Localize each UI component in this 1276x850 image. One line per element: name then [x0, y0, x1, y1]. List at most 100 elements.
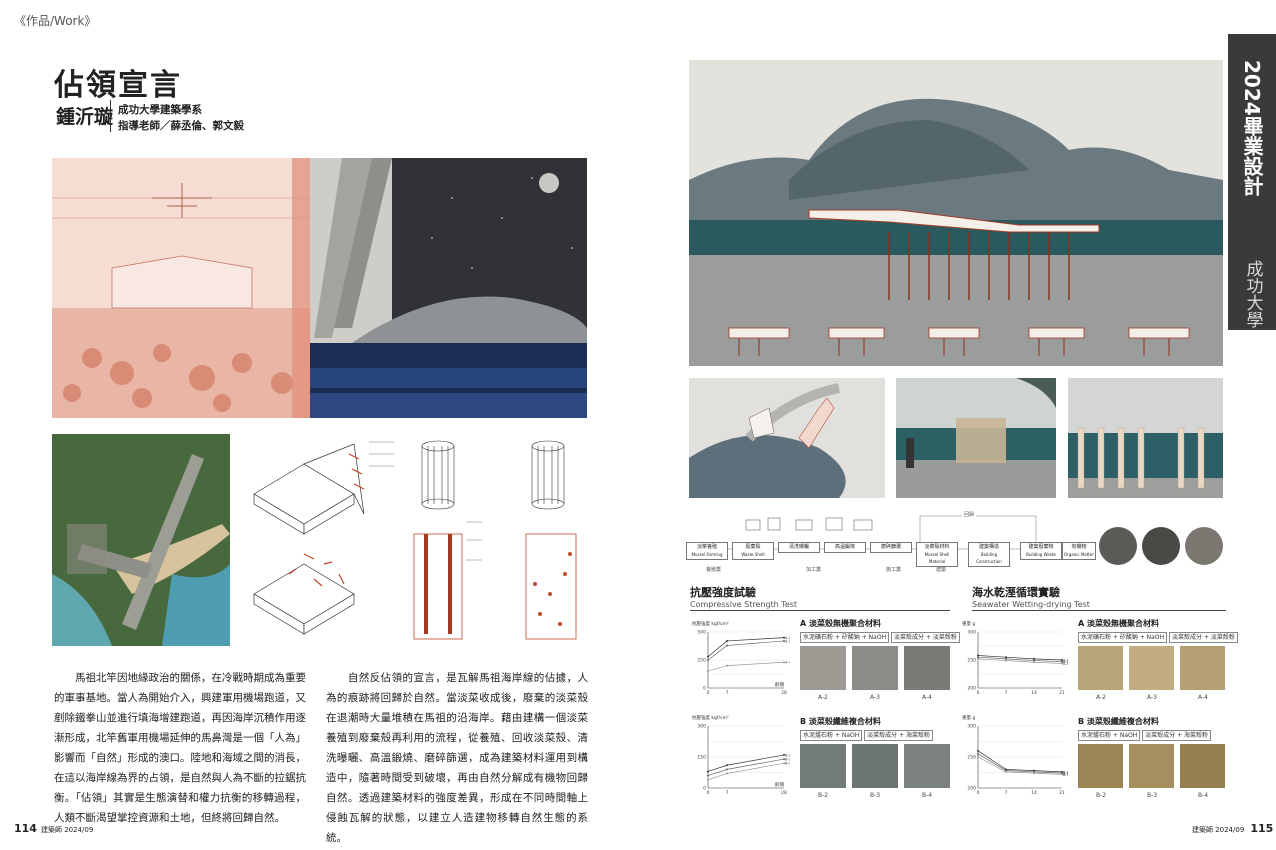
data-point — [707, 655, 709, 658]
process-step-label: 淡菜殼材料 — [924, 544, 950, 550]
department: 成功大學建築學系 — [118, 104, 202, 116]
compressive-a-mix-2: 淡菜殼成分 + 淡菜殼粉 — [891, 632, 960, 643]
data-point — [707, 770, 709, 773]
compressive-rule — [690, 610, 950, 611]
y-tick-label: 200 — [967, 686, 976, 692]
y-tick-label: 300 — [967, 724, 976, 730]
data-point — [783, 753, 785, 756]
y-tick-label: 0 — [703, 786, 706, 792]
y-tick-label: 200 — [967, 786, 976, 792]
school-text: 成功大學 — [1242, 260, 1263, 328]
data-point — [783, 636, 785, 639]
sidebar-school: 成功大學 — [1228, 260, 1276, 328]
y-axis-label: 重量 g — [962, 620, 975, 627]
x-tick-label: 7 — [1005, 790, 1008, 796]
series-label: A-3 — [785, 639, 790, 643]
y-tick-label: 300 — [697, 724, 706, 730]
process-step-english: Building Waste — [1026, 552, 1056, 557]
wetdry-title: 海水乾溼循環實驗 — [972, 586, 1060, 599]
axonometric-diagram — [244, 434, 404, 646]
data-point — [1005, 659, 1007, 662]
process-step-label: 建築構造 — [978, 544, 999, 550]
series-line — [977, 658, 1063, 664]
data-point — [1061, 660, 1063, 663]
x-tick-label: 21 — [1059, 690, 1065, 696]
compressive-test-section: 抗壓強度試驗 Compressive Strength Test — [690, 584, 950, 611]
series-line — [707, 754, 785, 772]
x-tick-label: 28 — [781, 790, 787, 796]
data-point — [977, 656, 979, 659]
x-tick-label: 7 — [1005, 690, 1008, 696]
series-label: B-3 — [1063, 772, 1068, 776]
series-label: B-4 — [785, 762, 790, 766]
series-label: B-4 — [1063, 773, 1068, 777]
data-point — [726, 644, 728, 647]
data-point — [726, 639, 728, 642]
advisors: 指導老師／薛丞倫、郭文毅 — [118, 120, 244, 132]
process-phase: 施工業 — [886, 567, 902, 573]
x-tick-label: 7 — [726, 790, 729, 796]
data-point — [707, 670, 709, 673]
wetdry-a-title: A 淡菜殼無機聚合材料 — [1078, 619, 1159, 628]
shell-material-samples — [1098, 522, 1226, 572]
series-line — [977, 655, 1063, 661]
sidebar-tab — [1228, 34, 1276, 330]
y-tick-label: 250 — [967, 658, 976, 664]
series-line — [977, 753, 1063, 774]
process-step-english: Mussel Shell Material — [924, 552, 950, 564]
magazine-name-right: 建築師 2024/09 — [1192, 826, 1245, 834]
sample-a4-label: A-4 — [922, 694, 932, 701]
compressive-b-mix-2: 淡菜殼成分 + 海菜殼粉 — [864, 730, 934, 741]
graduation-design-text: 畢業設計 — [1240, 115, 1264, 196]
y-axis-label: 抗壓強度 kgf/cm² — [692, 714, 729, 721]
body-paragraph-1: 馬祖北竿因地緣政治的關係，在冷戰時期成為重要的軍事基地。當人為開始介入，興建軍用… — [54, 672, 306, 824]
series-label: B-3 — [785, 758, 790, 762]
data-point — [783, 758, 785, 761]
wetdry-b-mix: 水泥爐石粉 + NaOH 淡菜殼成分 + 海菜殼粉 — [1078, 730, 1212, 741]
data-point — [783, 661, 785, 664]
wetdry-b2-label: B-2 — [1095, 792, 1107, 799]
wetdry-b-mix-1: 水泥爐石粉 + NaOH — [1078, 730, 1141, 741]
sample-b3-label: B-3 — [869, 792, 881, 799]
data-point — [726, 768, 728, 771]
data-point — [1061, 773, 1063, 776]
data-point — [1033, 659, 1035, 662]
author-name: 鍾沂璇 — [56, 106, 114, 128]
body-paragraph-2: 自然反佔領的宣言，是瓦解馬祖海岸線的佔據，人為的痕跡將回歸於自然。當淡菜收成後，… — [326, 672, 588, 844]
y-tick-label: 500 — [697, 630, 706, 636]
data-point — [707, 778, 709, 781]
process-step-label: 清洗曝曬 — [788, 544, 809, 550]
data-point — [726, 764, 728, 767]
series-label: A-4 — [785, 661, 790, 665]
data-point — [726, 772, 728, 775]
x-tick-label: 7 — [726, 690, 729, 696]
wetdry-a4-label: A-4 — [1198, 694, 1208, 701]
process-step: 磨碎篩選 — [870, 542, 912, 553]
x-axis-label: 齡期 — [775, 681, 784, 688]
wetdry-b4-label: B-4 — [1197, 792, 1209, 799]
data-point — [1005, 770, 1007, 773]
series-line — [707, 661, 785, 672]
data-point — [1033, 772, 1035, 775]
pier-render-2 — [1068, 378, 1223, 498]
compressive-a-mix: 水泥礦石粉 + 矽酸鈉 + NaOH 淡菜殼成分 + 淡菜殼粉 — [800, 632, 960, 643]
wetdry-a-swatches — [1078, 646, 1226, 690]
y-tick-label: 150 — [697, 755, 706, 761]
process-step: 高溫鍛燒 — [824, 542, 866, 553]
compressive-subtitle: Compressive Strength Test — [690, 600, 798, 609]
wetdry-rule — [972, 610, 1226, 611]
sample-b2-label: B-2 — [817, 792, 829, 799]
x-axis-label: 齡期 — [775, 781, 784, 788]
wetdry-a3-label: A-3 — [1147, 694, 1157, 701]
sample-a2-label: A-2 — [818, 694, 828, 701]
pile-diagram — [410, 434, 587, 646]
sample-a3-label: A-3 — [870, 694, 880, 701]
wetdry-a-mix-1: 水泥礦石粉 + 矽酸鈉 + NaOH — [1078, 632, 1168, 643]
